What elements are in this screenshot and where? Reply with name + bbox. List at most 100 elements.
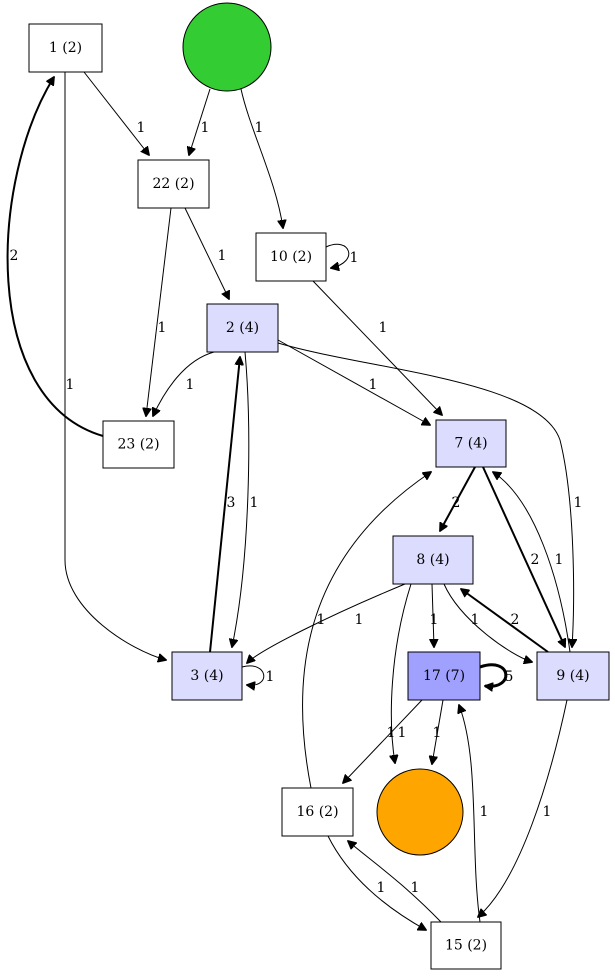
node-n22: 22 (2) bbox=[137, 159, 210, 209]
node-label: 10 (2) bbox=[270, 249, 312, 265]
edge-n22-to-n2: 1 bbox=[184, 207, 229, 299]
edge-line bbox=[493, 472, 571, 653]
edge-label: 1 bbox=[355, 612, 364, 628]
node-n8: 8 (4) bbox=[392, 535, 474, 585]
edge-label: 2 bbox=[531, 552, 540, 568]
edge-label: 1 bbox=[255, 120, 264, 136]
node-n3: 3 (4) bbox=[171, 651, 243, 701]
edge-n17-to-n16: 1 bbox=[343, 699, 423, 783]
node-box bbox=[102, 420, 175, 469]
edge-label: 1 bbox=[379, 320, 388, 336]
edge-n3-to-n3: 1 bbox=[241, 665, 275, 685]
node-n1: 1 (2) bbox=[28, 23, 103, 73]
edge-line bbox=[312, 280, 442, 415]
edge-line bbox=[327, 835, 426, 930]
node-n23: 23 (2) bbox=[102, 420, 175, 469]
node-box bbox=[255, 232, 327, 282]
edge-n15-to-n17: 1 bbox=[459, 705, 488, 923]
node-box bbox=[392, 535, 474, 585]
edge-n17-to-end: 1 bbox=[432, 699, 444, 764]
edge-n7-to-n9: 2 bbox=[482, 466, 565, 647]
edge-start-to-n22: 1 bbox=[189, 88, 211, 155]
node-box bbox=[435, 419, 507, 468]
edge-label: 1 bbox=[250, 495, 259, 511]
edge-label: 1 bbox=[66, 377, 75, 393]
edge-line bbox=[301, 472, 431, 789]
edge-line bbox=[348, 841, 442, 923]
node-label: 23 (2) bbox=[117, 437, 159, 453]
edge-line bbox=[432, 583, 434, 647]
node-label: 1 (2) bbox=[49, 40, 82, 56]
node-label: 9 (4) bbox=[556, 668, 589, 684]
edge-label: 1 bbox=[411, 880, 420, 896]
edge-line bbox=[443, 583, 532, 662]
edge-line bbox=[64, 72, 166, 660]
edge-n9-to-n15: 1 bbox=[478, 699, 568, 917]
edge-label: 5 bbox=[505, 669, 514, 685]
edge-n22-to-n23: 1 bbox=[146, 207, 172, 416]
edge-label: 1 bbox=[186, 377, 195, 393]
start-node-circle bbox=[182, 2, 272, 92]
node-n15: 15 (2) bbox=[430, 921, 502, 970]
edge-n10-to-n10: 1 bbox=[325, 243, 359, 268]
node-box bbox=[137, 159, 210, 209]
node-label: 3 (4) bbox=[190, 668, 223, 684]
edge-n16-to-n15: 1 bbox=[327, 835, 426, 930]
edge-line bbox=[277, 339, 430, 425]
edge-label: 2 bbox=[10, 248, 19, 264]
edge-line bbox=[478, 699, 568, 917]
edge-n23-to-n1: 2 bbox=[6, 77, 104, 437]
edge-start-to-n10: 1 bbox=[240, 88, 283, 228]
edge-label: 1 bbox=[433, 725, 442, 741]
edge-label: 1 bbox=[555, 552, 564, 568]
node-start bbox=[182, 2, 272, 92]
edge-label: 1 bbox=[266, 669, 275, 685]
edge-n1-to-n22: 1 bbox=[83, 71, 149, 155]
edge-label: 1 bbox=[350, 250, 359, 266]
edge-n3-to-n2: 3 bbox=[209, 357, 240, 653]
edge-line bbox=[459, 705, 481, 923]
edge-line bbox=[83, 71, 149, 155]
node-box bbox=[407, 651, 481, 701]
edge-line bbox=[343, 699, 423, 783]
edge-n2-to-n3: 1 bbox=[232, 351, 259, 647]
node-box bbox=[206, 303, 279, 353]
edge-label: 1 bbox=[137, 120, 146, 136]
edge-n8-to-n9: 1 bbox=[443, 583, 532, 662]
edge-line bbox=[391, 583, 412, 763]
edge-n9-to-n7: 1 bbox=[493, 472, 571, 653]
edge-line bbox=[482, 466, 565, 647]
node-n16: 16 (2) bbox=[281, 787, 354, 837]
node-label: 8 (4) bbox=[416, 552, 449, 568]
node-box bbox=[536, 651, 610, 701]
nodes-layer: 1 (2)22 (2)10 (2)2 (4)23 (2)7 (4)8 (4)3 … bbox=[28, 2, 610, 970]
edge-line bbox=[146, 207, 172, 416]
node-n10: 10 (2) bbox=[255, 232, 327, 282]
edge-line bbox=[277, 342, 574, 647]
edge-n1-to-n3: 1 bbox=[64, 72, 166, 660]
node-label: 7 (4) bbox=[454, 436, 487, 452]
node-label: 17 (7) bbox=[423, 668, 465, 684]
edge-n16-to-n7: 1 bbox=[301, 472, 431, 789]
edge-n9-to-n8: 2 bbox=[461, 589, 549, 653]
edge-line bbox=[232, 351, 250, 647]
edge-n7-to-n8: 2 bbox=[440, 466, 476, 531]
edge-n2-to-n7: 1 bbox=[277, 339, 430, 425]
edge-line bbox=[240, 88, 283, 228]
node-box bbox=[281, 787, 354, 837]
node-end bbox=[376, 768, 464, 856]
edge-label: 3 bbox=[227, 495, 236, 511]
edge-line bbox=[479, 663, 508, 687]
edge-n15-to-n16: 1 bbox=[348, 841, 442, 923]
edge-label: 1 bbox=[317, 612, 326, 628]
edge-n2-to-n23: 1 bbox=[153, 351, 215, 416]
edge-label: 1 bbox=[574, 495, 583, 511]
node-label: 16 (2) bbox=[296, 804, 338, 820]
edge-line bbox=[189, 88, 211, 155]
edge-line bbox=[6, 77, 104, 437]
edge-line bbox=[461, 589, 549, 653]
edge-label: 1 bbox=[377, 880, 386, 896]
edge-line bbox=[209, 357, 240, 653]
edge-line bbox=[432, 699, 444, 764]
